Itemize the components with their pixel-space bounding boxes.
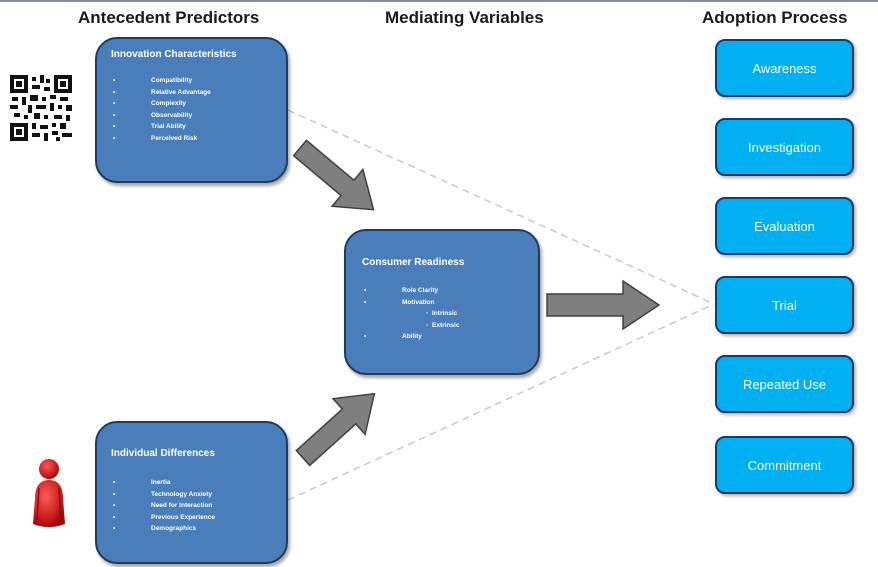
top-rule xyxy=(0,0,878,2)
list-item: • Motivation xyxy=(364,297,534,309)
list-item: • Technology Anxiety xyxy=(113,489,283,501)
item-label: Motivation xyxy=(402,298,435,306)
stage-trial: Trial xyxy=(715,276,854,334)
person-icon xyxy=(33,459,65,527)
list-item: • Demographics xyxy=(113,523,283,535)
bullet-icon: • xyxy=(364,298,367,306)
dashed-line-top xyxy=(287,109,715,305)
innovation-characteristics-box: Innovation Characteristics • Compatibilit… xyxy=(95,37,288,183)
bullet-icon: • xyxy=(364,333,367,340)
individual-differences-list: • Inertia • Technology Anxiety • Need for I… xyxy=(113,477,283,535)
bullet-icon: • xyxy=(113,123,116,130)
bullet-icon: • xyxy=(113,88,116,96)
list-item: • Perceived Risk xyxy=(113,133,283,145)
consumer-readiness-list: • Role Clarity • Motivation ◦Intrinsic ◦Ex… xyxy=(364,285,534,343)
arrow-innovation-to-readiness xyxy=(292,139,375,211)
item-label: Demographics xyxy=(151,525,197,532)
list-item: • Complexity xyxy=(113,98,283,110)
dashed-line-bottom xyxy=(287,303,715,501)
heading-antecedent-predictors: Antecedent Predictors xyxy=(78,8,260,27)
item-label: Technology Anxiety xyxy=(151,490,213,498)
item-label: Need for Interaction xyxy=(151,502,213,509)
innovation-characteristics-title: Innovation Characteristics xyxy=(111,49,237,60)
item-label: Inertia xyxy=(151,479,171,486)
heading-adoption-process: Adoption Process xyxy=(702,8,848,27)
innovation-characteristics-list: • Compatibility • Relative Advantage • Comp… xyxy=(113,75,283,144)
stage-awareness: Awareness xyxy=(715,39,854,97)
item-label: Relative Advantage xyxy=(151,88,211,96)
list-item: • Ability xyxy=(364,331,534,343)
item-label: Ability xyxy=(402,333,422,340)
item-label: Trial Ability xyxy=(151,123,186,130)
list-item: • Need for Interaction xyxy=(113,500,283,512)
list-item: • Compatibility xyxy=(113,75,283,87)
arrow-individual-to-readiness xyxy=(295,392,376,467)
stage-commitment: Commitment xyxy=(715,436,854,494)
consumer-readiness-box: Consumer Readiness • Role Clarity • Motiva… xyxy=(344,229,540,375)
heading-mediating-variables: Mediating Variables xyxy=(385,8,544,27)
qr-code-icon xyxy=(10,75,72,141)
stage-investigation: Investigation xyxy=(715,118,854,176)
list-subitem: ◦Extrinsic xyxy=(364,320,534,332)
sub-bullet-icon: ◦ xyxy=(426,321,429,329)
bullet-icon: • xyxy=(113,525,116,532)
list-item: • Role Clarity xyxy=(364,285,534,297)
arrow-readiness-to-adoption xyxy=(546,279,661,331)
bullet-icon: • xyxy=(113,490,116,498)
sub-bullet-icon: ◦ xyxy=(426,310,429,317)
individual-differences-box: Individual Differences • Inertia • Technol… xyxy=(95,421,288,564)
item-label: Perceived Risk xyxy=(151,134,198,142)
list-item: • Relative Advantage xyxy=(113,87,283,99)
bullet-icon: • xyxy=(113,513,116,521)
bullet-icon: • xyxy=(364,287,367,294)
list-subitem: ◦Intrinsic xyxy=(364,308,534,320)
item-label: Role Clarity xyxy=(402,287,439,294)
bullet-icon: • xyxy=(113,479,116,486)
subitem-label: Intrinsic xyxy=(432,310,458,317)
item-label: Previous Experience xyxy=(151,513,215,521)
bullet-icon: • xyxy=(113,502,116,509)
list-item: • Trial Ability xyxy=(113,121,283,133)
list-item: • Observability xyxy=(113,110,283,122)
bullet-icon: • xyxy=(113,111,116,119)
item-label: Complexity xyxy=(151,100,187,107)
individual-differences-title: Individual Differences xyxy=(111,448,215,459)
list-item: • Previous Experience xyxy=(113,512,283,524)
stage-repeated-use: Repeated Use xyxy=(715,355,854,413)
subitem-label: Extrinsic xyxy=(432,321,460,329)
bullet-icon: • xyxy=(113,134,116,142)
stage-evaluation: Evaluation xyxy=(715,197,854,255)
item-label: Compatibility xyxy=(151,77,193,84)
bullet-icon: • xyxy=(113,77,116,84)
bullet-icon: • xyxy=(113,100,116,107)
consumer-readiness-title: Consumer Readiness xyxy=(362,257,465,268)
list-item: • Inertia xyxy=(113,477,283,489)
item-label: Observability xyxy=(151,111,193,119)
